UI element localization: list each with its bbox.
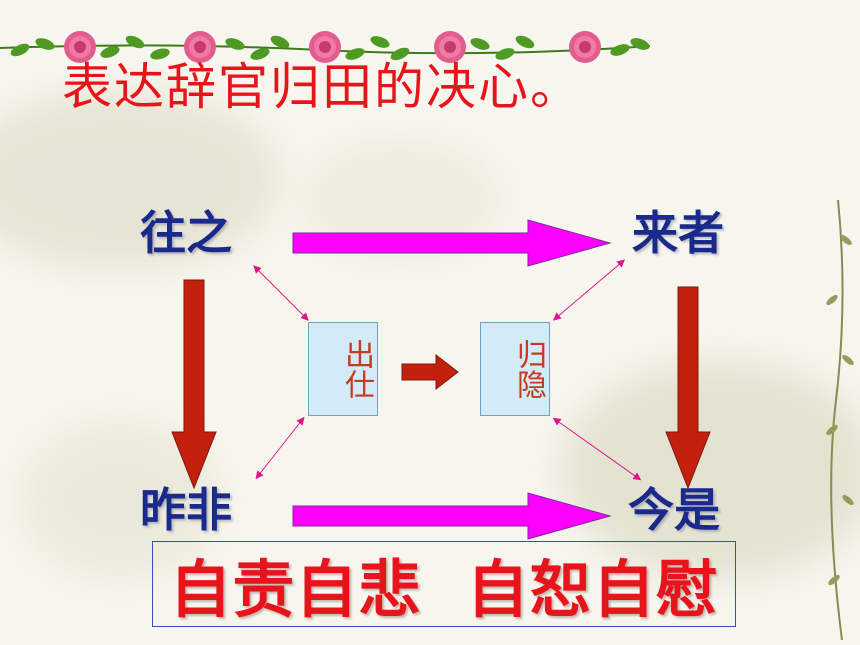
arrow-left-down [171,279,217,490]
arrow-right-down [665,286,711,490]
node-wangzhi: 往之 [140,206,232,260]
connector-shishi-zuofei [255,416,305,480]
connector-guiyin-jinshi [552,417,642,481]
box-shishi: 出仕 [308,322,378,416]
arrow-top-right [292,219,612,267]
arrow-shishi-to-guiyin [401,353,459,391]
connector-guiyin-laizhe [552,259,626,321]
conclusion-box: 自责自悲 自恕自慰 [152,541,736,627]
node-jinshi: 今是 [628,483,720,537]
node-zuofei: 昨非 [140,483,232,537]
box-guiyin: 归隐 [480,322,550,416]
rose-vine-decoration [0,31,650,63]
node-laizhe: 来者 [632,206,724,260]
slide-title: 表达辞官归田的决心。 [62,58,582,116]
background-blot [0,90,280,270]
connector-wangzhi-shishi [253,265,309,321]
arrow-bottom-right [292,492,612,540]
